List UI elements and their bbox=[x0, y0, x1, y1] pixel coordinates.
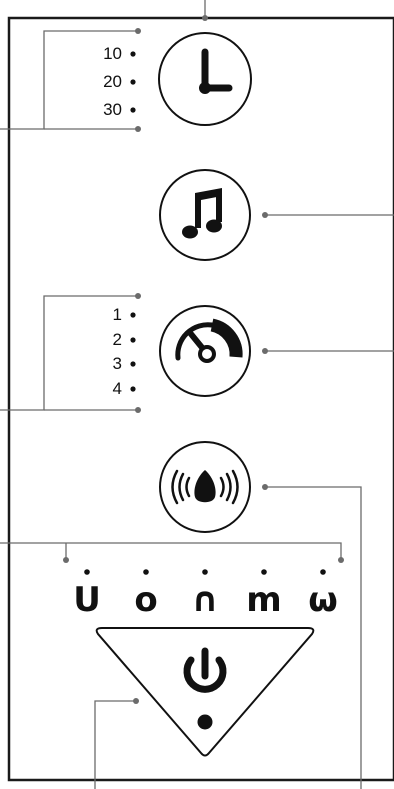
mode-indicator-dots bbox=[84, 569, 326, 575]
mode-m-icon[interactable]: m bbox=[246, 580, 282, 620]
intensity-option-3[interactable]: 3 bbox=[112, 354, 122, 373]
intensity-option-dots bbox=[130, 312, 136, 392]
vibration-icon bbox=[171, 469, 239, 505]
timer-option-dots bbox=[130, 51, 136, 113]
mode-o-icon[interactable]: o bbox=[134, 580, 158, 620]
gauge-icon bbox=[175, 318, 243, 363]
intensity-option-4[interactable]: 4 bbox=[112, 379, 122, 398]
mode-arch-icon[interactable]: ∩ bbox=[191, 580, 219, 620]
clock-icon bbox=[199, 48, 233, 94]
intensity-option-2[interactable]: 2 bbox=[112, 330, 122, 349]
timer-option-10[interactable]: 10 bbox=[103, 44, 122, 63]
intensity-button[interactable] bbox=[159, 305, 251, 397]
music-note-icon bbox=[182, 188, 222, 239]
mode-omega-icon[interactable]: ω bbox=[308, 580, 338, 620]
leader-timer bbox=[0, 30, 138, 130]
mode-u-icon[interactable]: U bbox=[73, 580, 101, 620]
clock-button[interactable] bbox=[158, 32, 252, 126]
leader-modes bbox=[0, 542, 342, 560]
power-icon bbox=[183, 647, 227, 730]
music-button[interactable] bbox=[159, 169, 251, 261]
leader-intensity bbox=[0, 295, 138, 411]
leader-power bbox=[94, 700, 136, 789]
leader-dots bbox=[63, 15, 344, 704]
intensity-option-1[interactable]: 1 bbox=[112, 305, 122, 324]
panel-frame bbox=[7, 16, 394, 782]
vibration-button[interactable] bbox=[159, 441, 251, 533]
power-button[interactable] bbox=[95, 627, 315, 757]
timer-option-30[interactable]: 30 bbox=[103, 100, 122, 119]
timer-option-20[interactable]: 20 bbox=[103, 72, 122, 91]
leader-vibration bbox=[266, 486, 362, 789]
